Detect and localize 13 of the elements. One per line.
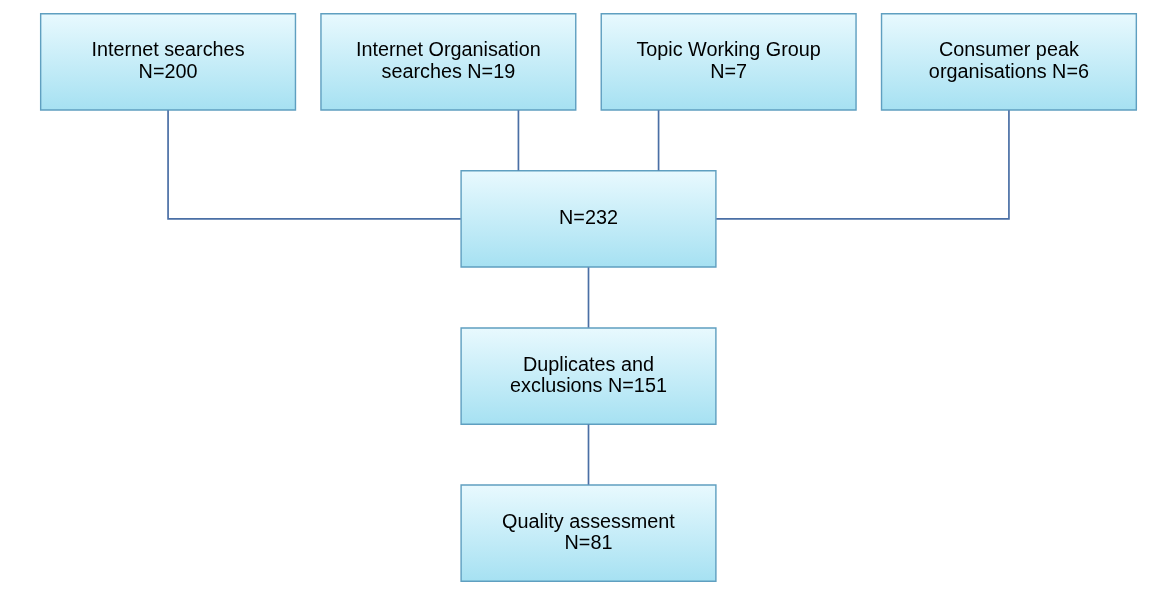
node-box: Quality assessment N=81 [459,484,717,583]
node-box: Duplicates and exclusions N=151 [459,327,717,425]
node-box: Internet Organisation searches N=19 [319,12,576,111]
connector [657,109,659,172]
node-box: N=232 [459,170,717,268]
node-box: Consumer peak organisations N=6 [880,12,1137,111]
connector [166,109,461,220]
connector [587,423,589,486]
node-box: Topic Working Group N=7 [600,12,857,111]
node-box: Internet searches N=200 [39,12,296,111]
connector [517,109,519,172]
connector [587,266,589,329]
connector [715,109,1010,220]
